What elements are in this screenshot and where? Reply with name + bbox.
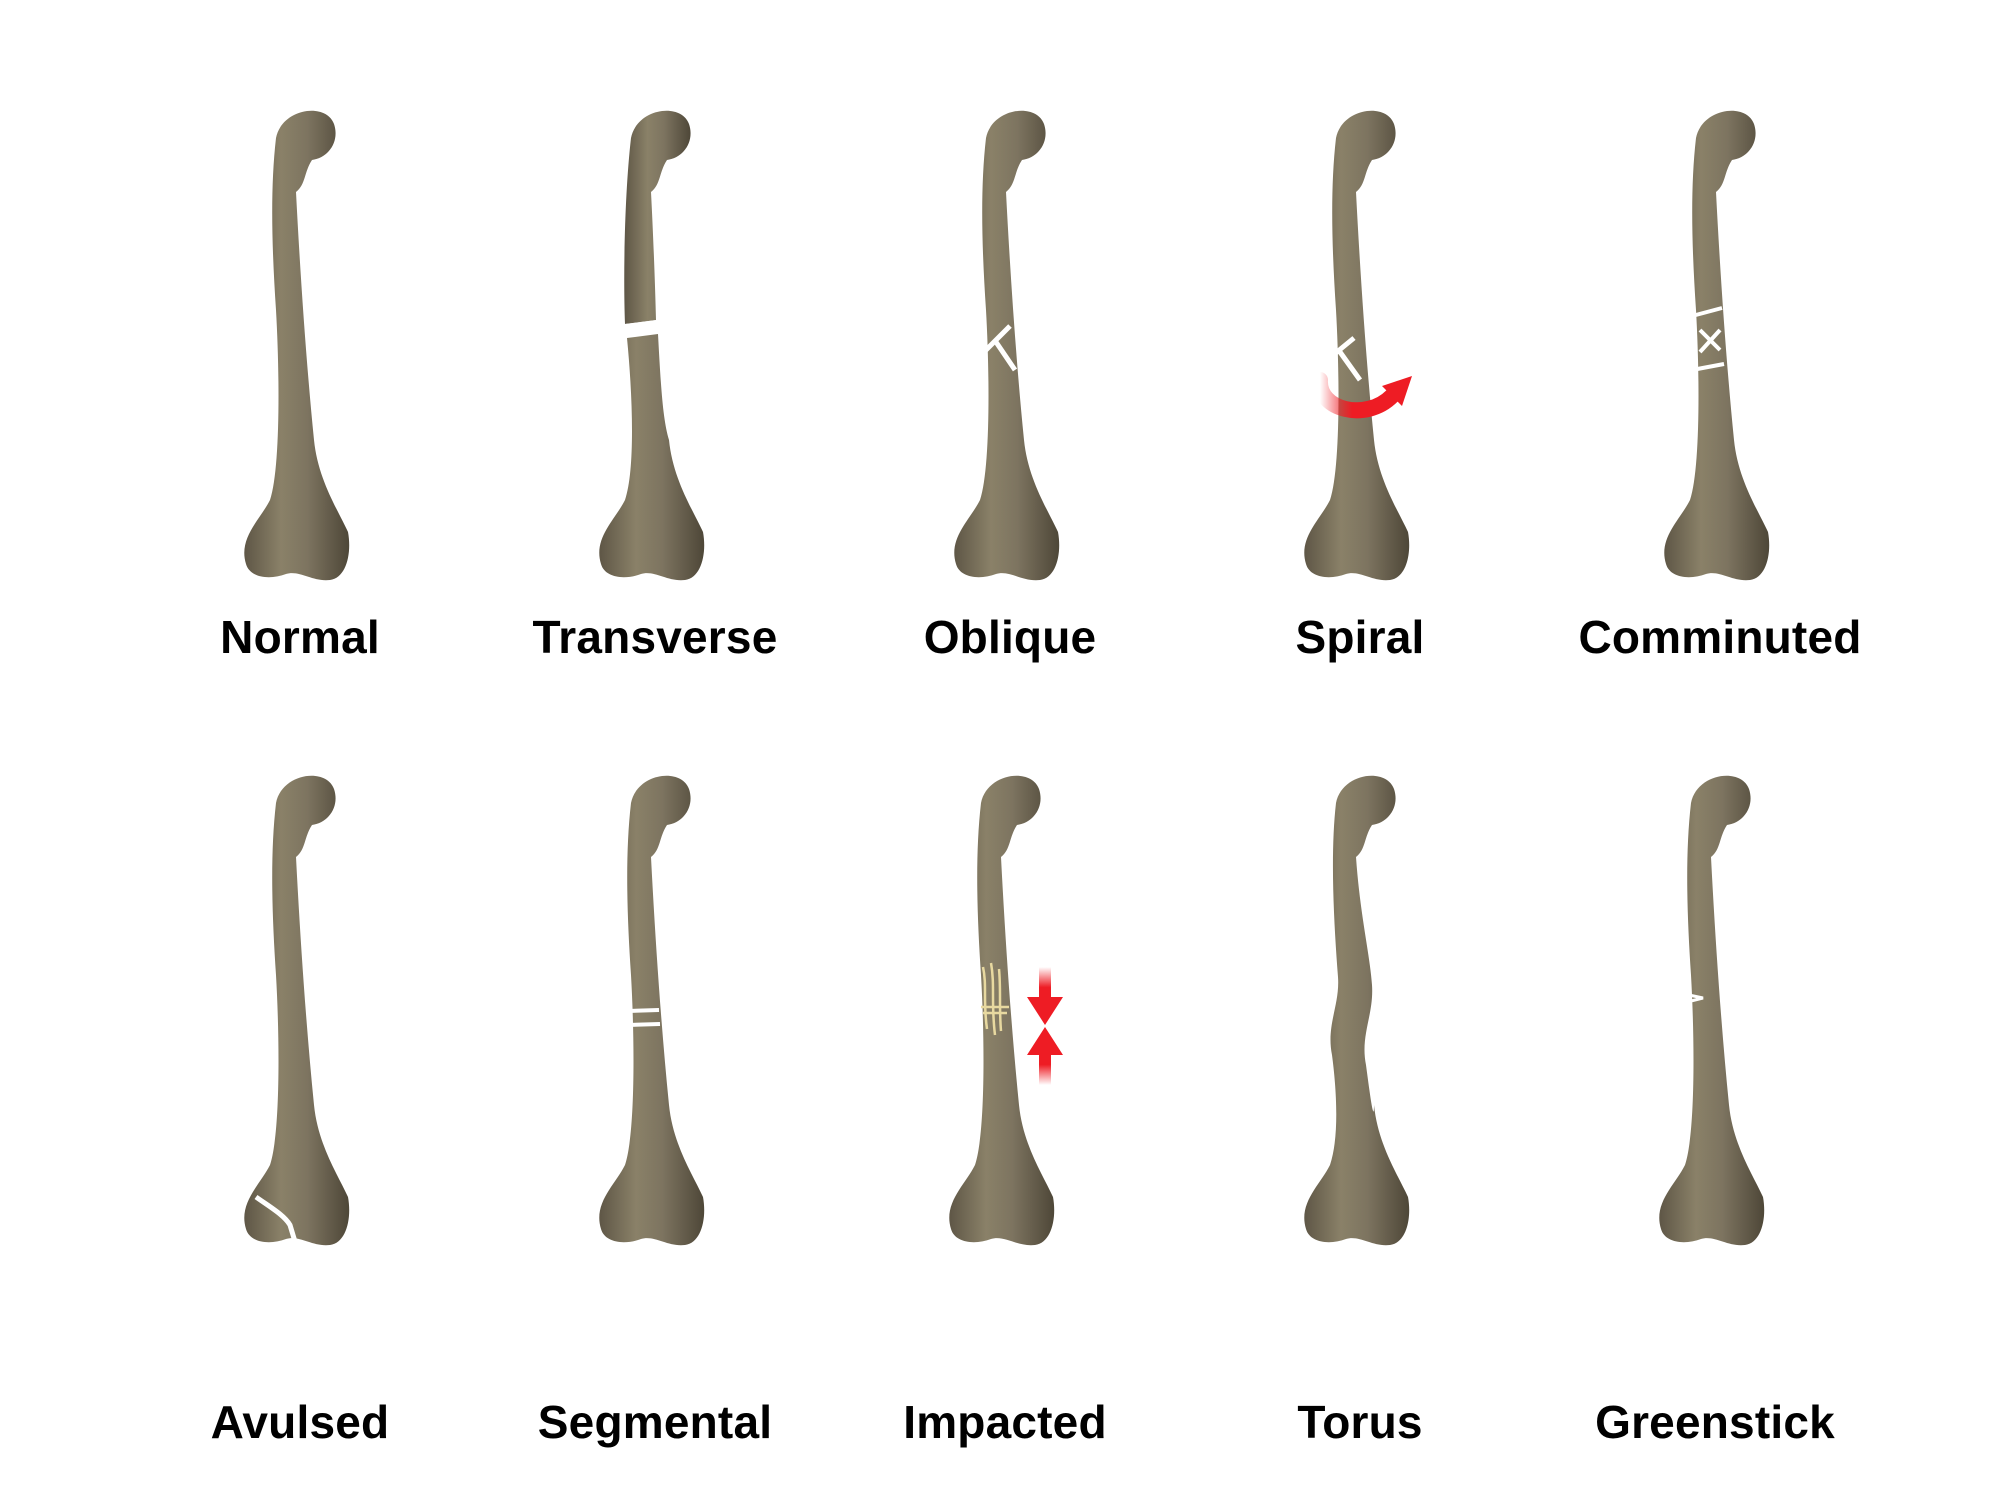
compression-arrow-down-icon (1027, 967, 1063, 1025)
panel-avulsed: Avulsed (100, 745, 500, 1485)
panel-label: Avulsed (210, 1396, 390, 1448)
femur-greenstick-fracture-icon (1659, 775, 1765, 1246)
panel-greenstick: Greenstick (1515, 745, 1915, 1485)
panel-label: Greenstick (1595, 1396, 1835, 1448)
femur-comminuted-fracture-icon (1664, 110, 1770, 581)
femur-segmental-fracture-icon (599, 775, 705, 1246)
femur-transverse-fracture-icon (599, 110, 705, 581)
panel-spiral: Spiral (1160, 80, 1560, 820)
fracture-line (1330, 336, 1363, 382)
fracture-line (1691, 306, 1725, 372)
panel-impacted: Impacted (805, 745, 1205, 1485)
panel-oblique: Oblique (810, 80, 1210, 820)
fracture-line (254, 1194, 299, 1246)
panel-label: Transverse (532, 611, 778, 663)
panel-normal: Normal (100, 80, 500, 820)
panel-label: Torus (1297, 1396, 1423, 1448)
fracture-line (626, 1008, 661, 1027)
panel-torus: Torus (1160, 745, 1560, 1485)
panel-label: Oblique (923, 611, 1097, 663)
panel-label: Impacted (903, 1396, 1107, 1448)
femur-avulsed-fracture-icon (244, 775, 350, 1246)
fracture-line (624, 320, 658, 328)
panel-segmental: Segmental (455, 745, 855, 1485)
panel-transverse: Transverse (455, 80, 855, 820)
panel-label: Comminuted (1578, 611, 1862, 663)
panel-comminuted: Comminuted (1520, 80, 1920, 820)
fracture-line (1688, 993, 1704, 1003)
panel-label: Spiral (1295, 611, 1425, 663)
impaction-crack (981, 962, 1009, 1036)
twist-arrow-icon (1312, 372, 1412, 419)
compression-arrow-up-icon (1027, 1027, 1063, 1085)
panel-label: Segmental (537, 1396, 773, 1448)
femur-oblique-fracture-icon (954, 110, 1060, 581)
femur-spiral-fracture-icon (1304, 110, 1412, 581)
femur-impacted-fracture-icon (949, 775, 1063, 1246)
fracture-line (982, 324, 1018, 372)
femur-normal-icon (244, 110, 350, 581)
femur-torus-fracture-icon (1304, 775, 1410, 1246)
panel-label: Normal (220, 611, 380, 663)
